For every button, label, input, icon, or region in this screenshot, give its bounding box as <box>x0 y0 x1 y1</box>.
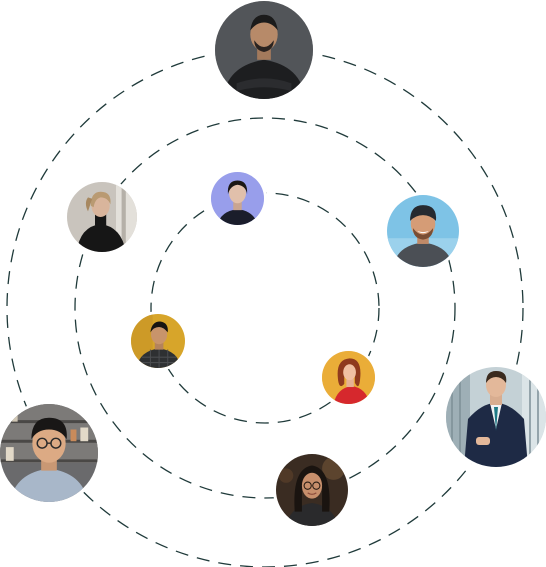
portrait-man-navy-suit-icon <box>446 367 546 467</box>
portrait-man-yellow-backdrop-icon <box>131 314 185 368</box>
avatar-woman-black-turtleneck <box>67 182 137 252</box>
portrait-woman-blue-backdrop-icon <box>211 172 264 225</box>
avatar-man-cap-beard <box>387 195 459 267</box>
orbit-ring-inner <box>150 192 380 424</box>
portrait-man-cap-beard-icon <box>387 195 459 267</box>
portrait-woman-red-top-icon <box>322 351 375 404</box>
portrait-woman-glasses-long-hair-icon <box>276 454 348 526</box>
orbit-ring-outer <box>6 48 524 567</box>
avatar-woman-glasses-long-hair <box>276 454 348 526</box>
avatar-woman-blue-backdrop <box>211 172 264 225</box>
avatar-man-yellow-backdrop <box>131 314 185 368</box>
avatar-man-navy-suit <box>446 367 546 467</box>
avatar-woman-red-top <box>322 351 375 404</box>
portrait-man-black-hoodie-icon <box>215 1 313 99</box>
avatar-man-black-hoodie <box>215 1 313 99</box>
portrait-man-glasses-shelves-icon <box>0 404 98 502</box>
portrait-woman-black-turtleneck-icon <box>67 182 137 252</box>
avatar-man-glasses-shelves <box>0 404 98 502</box>
orbit-ring-middle <box>74 117 456 499</box>
